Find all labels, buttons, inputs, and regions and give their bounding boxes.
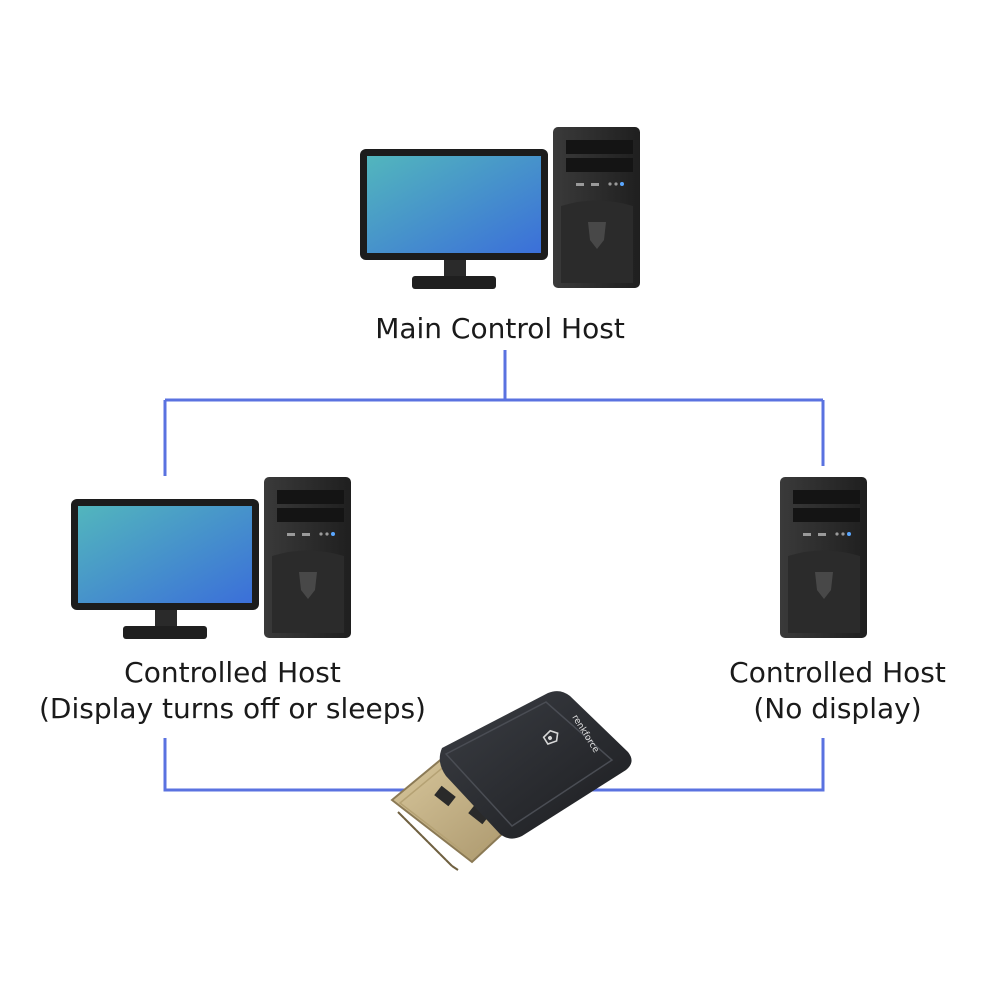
right-host-title: Controlled Host [729,656,946,689]
main-host-title: Main Control Host [375,312,625,345]
left-host-subtitle: (Display turns off or sleeps) [39,692,426,725]
right-adapter-line [560,738,825,792]
left-adapter-line [163,738,430,792]
left-controlled-host [71,477,351,639]
right-host-subtitle: (No display) [753,692,922,725]
monitor-icon [360,149,548,289]
tower-pc-icon [780,477,867,638]
left-host-title: Controlled Host [124,656,341,689]
adapter-body [439,691,632,839]
right-host-label: Controlled Host (No display) [700,655,975,727]
displayport-adapter-icon: renkforce [390,691,632,871]
plug-pins [397,811,459,871]
main-host-label: Main Control Host [300,311,700,347]
right-controlled-host [780,477,867,638]
monitor-icon [71,499,259,639]
tower-pc-icon [264,477,351,638]
tower-pc-icon [553,127,640,288]
left-host-label: Controlled Host (Display turns off or sl… [30,655,435,727]
brand-logo-icon [542,729,559,746]
main-host [360,127,640,289]
connector-lines [163,350,825,792]
